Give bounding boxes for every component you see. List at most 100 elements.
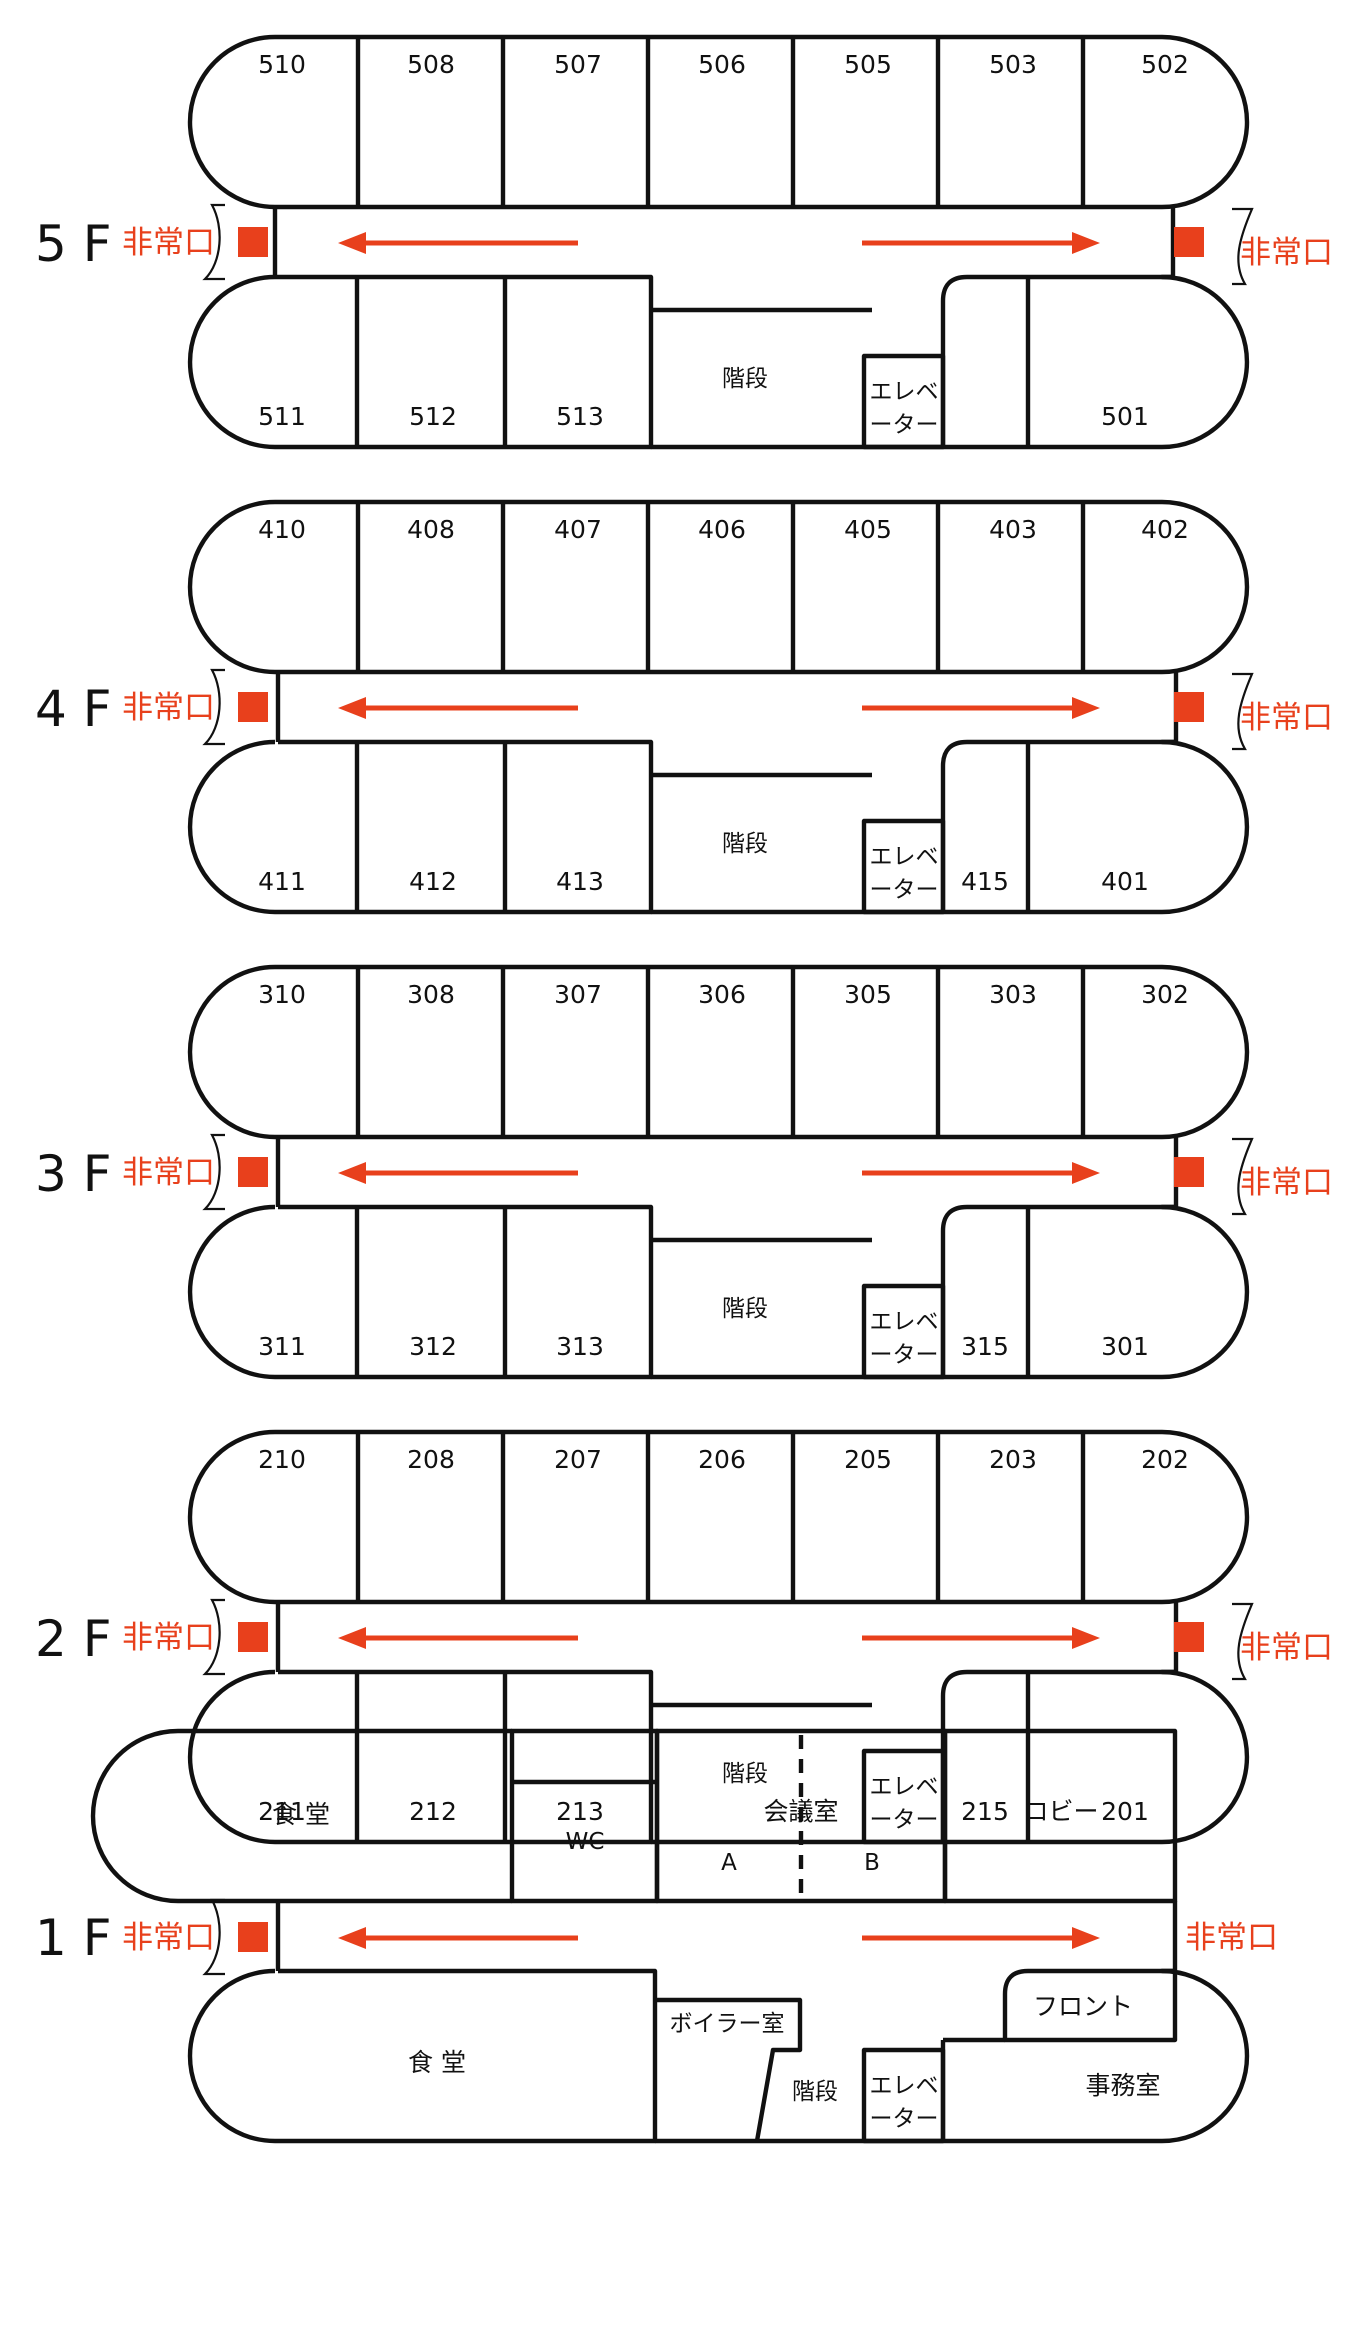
floor-2f-label: 2 F: [35, 1610, 111, 1668]
floor-3f-stairs-label: 階段: [722, 1296, 768, 1322]
floor-2f-bottom-right-outline: [651, 1669, 1176, 1845]
floor-1f-dining-bottom: [187, 1968, 658, 2144]
floor-5f-exit-marker-left: [238, 227, 268, 257]
floor-5f-top-block: [187, 34, 1250, 210]
floor-2f-room-label: 206: [698, 1445, 746, 1474]
floor-3f-room-label: 303: [989, 980, 1037, 1009]
floor-5f-room-label: 507: [554, 50, 602, 79]
floor-1f-boiler-room-label: ボイラー室: [670, 2011, 785, 2037]
floor-3f-arrowhead-left: [338, 1162, 366, 1184]
floor-2f-elevator-label: ーター: [870, 1807, 939, 1833]
floor-3f-exit-marker-left: [238, 1157, 268, 1187]
floor-4f-elevator: [861, 818, 946, 915]
floor-4f-room-label: 402: [1141, 515, 1189, 544]
floor-3f-room-label: 311: [258, 1332, 306, 1361]
floor-4f-room-label: 408: [407, 515, 455, 544]
floor-1f-lobby-label: ロビー: [1023, 1797, 1098, 1826]
floor-3f-room-label: 305: [844, 980, 892, 1009]
floor-5f-bottom-left-block: [187, 274, 654, 450]
floor-3f-top-block: [187, 964, 1250, 1140]
floor-5f-room-label: 508: [407, 50, 455, 79]
floor-1f-boiler-room: [655, 1997, 803, 2142]
floor-2f-arrowhead-right: [1072, 1627, 1100, 1649]
floor-1f-wc-label: WC: [566, 1829, 605, 1855]
floor-2f-room-label: 201: [1101, 1797, 1149, 1826]
floor-4f-label: 4 F: [35, 680, 111, 738]
floor-4f-room-label: 407: [554, 515, 602, 544]
floor-5f-bottom-right-outline: [651, 274, 1173, 450]
floor-3f-room-label: 312: [409, 1332, 457, 1361]
floor-3f: 310 308 307 306 305 303 302 311 312 313 315 301 階段エレ…: [35, 964, 1333, 1380]
floor-3f-room-label: 315: [961, 1332, 1009, 1361]
floor-4f-exit-door-right: [1232, 672, 1254, 751]
floor-5f-room-label: 512: [409, 402, 457, 431]
floor-2f-room-label: 211: [258, 1797, 306, 1826]
floor-5f-room-label: 503: [989, 50, 1037, 79]
floor-3f-room-label: 301: [1101, 1332, 1149, 1361]
floor-1f-dining-top-label: 食 堂: [272, 1800, 330, 1829]
floor-5f-room-label: 501: [1101, 402, 1149, 431]
floor-3f-label: 3 F: [35, 1145, 111, 1203]
floor-4f-elevator-label: ーター: [870, 877, 939, 903]
floor-1f-office-wall: [940, 2037, 1005, 2141]
floor-5f-exit-marker-right: [1174, 227, 1204, 257]
floor-2f-room-label: 203: [989, 1445, 1037, 1474]
floor-2f-exit-door-right: [1232, 1602, 1254, 1681]
floor-3f-room-label: 307: [554, 980, 602, 1009]
floor-1f-arrowhead-left: [338, 1927, 366, 1949]
floor-3f-bottom-left-block: [187, 1204, 654, 1380]
floor-4f-exit-label-right: 非常口: [1240, 700, 1333, 736]
floor-5f-room-label: 513: [556, 402, 604, 431]
floor-3f-bottom-right-outline: [651, 1204, 1176, 1380]
floor-4f-exit-marker-right: [1174, 692, 1204, 722]
floor-1f-meeting-b-label: B: [864, 1850, 880, 1876]
floor-3f-room-label: 302: [1141, 980, 1189, 1009]
floor-1f-meeting-a-label: A: [721, 1850, 737, 1876]
floor-5f-stairs-label: 階段: [722, 366, 768, 392]
floor-2f-room-label: 215: [961, 1797, 1009, 1826]
floor-3f-room-label: 308: [407, 980, 455, 1009]
floor-1f-meeting-room-label: 会議室: [763, 1797, 838, 1826]
floor-3f-exit-door-left: [202, 1133, 225, 1211]
floor-3f-elevator-label: エレベ: [870, 1309, 939, 1335]
floor-4f-stairs-label: 階段: [722, 831, 768, 857]
floor-2f-exit-marker-left: [238, 1622, 268, 1652]
floor-1f-office-curve: [943, 1968, 1250, 2144]
floor-2f-room-label: 205: [844, 1445, 892, 1474]
floor-5f-arrowhead-right: [1072, 232, 1100, 254]
floor-5f-elevator-label: エレベ: [870, 379, 939, 405]
floor-3f-exit-label-left: 非常口: [122, 1155, 215, 1191]
floor-5f-room-label: 505: [844, 50, 892, 79]
floor-2f-room-label: 202: [1141, 1445, 1189, 1474]
floor-1f-front-desk: [1002, 1968, 1178, 2043]
floor-2f-bottom-left-block: [187, 1669, 654, 1845]
floor-5f-room-label: 506: [698, 50, 746, 79]
floor-5f-room-label: 510: [258, 50, 306, 79]
floor-2f-room-label: 210: [258, 1445, 306, 1474]
floor-1f-elevator-label: エレベ: [870, 2073, 939, 2099]
floor-3f-arrowhead-right: [1072, 1162, 1100, 1184]
floor-2f-room-label: 213: [556, 1797, 604, 1826]
floor-4f-room-label: 406: [698, 515, 746, 544]
floor-3f-room-label: 310: [258, 980, 306, 1009]
floor-2f-room-label: 212: [409, 1797, 457, 1826]
floor-2f-room-label: 207: [554, 1445, 602, 1474]
floor-3f-room-label: 306: [698, 980, 746, 1009]
floor-4f-exit-label-left: 非常口: [122, 690, 215, 726]
floor-4f-top-block: [187, 499, 1250, 675]
floor-1f-exit-door-left: [202, 1898, 225, 1976]
floor-5f-room-label: 511: [258, 402, 306, 431]
floor-2f-elevator-label: エレベ: [870, 1774, 939, 1800]
floor-1f-lobby: [942, 1728, 1178, 1904]
floor-2f-exit-label-left: 非常口: [122, 1620, 215, 1656]
floor-3f-room-label: 313: [556, 1332, 604, 1361]
floor-1f-exit-marker-left: [238, 1922, 268, 1952]
floor-4f-bottom-right-outline: [651, 739, 1176, 915]
floor-5f-exit-door-right: [1232, 207, 1254, 286]
floor-4f-room-label: 410: [258, 515, 306, 544]
floor-3f-exit-label-right: 非常口: [1240, 1165, 1333, 1201]
floor-5f-exit-door-left: [202, 203, 225, 281]
